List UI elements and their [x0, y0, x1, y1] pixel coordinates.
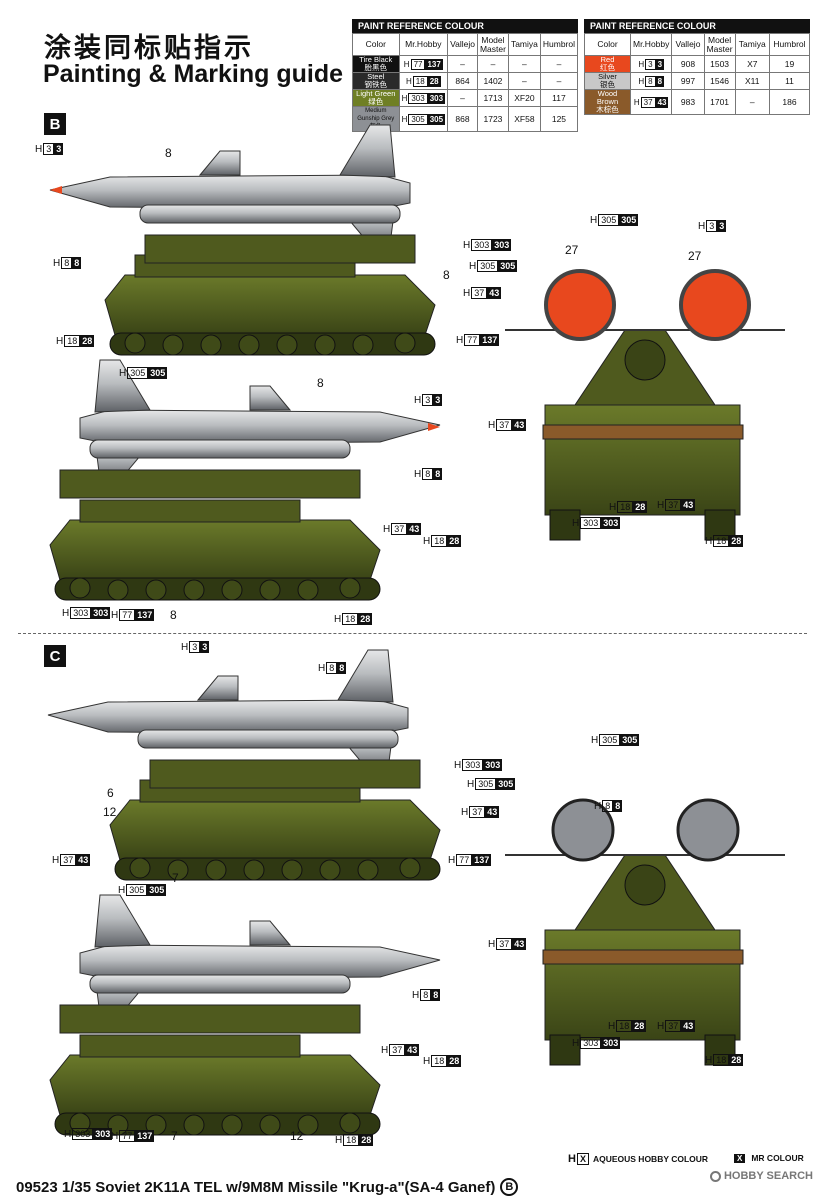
footer-title: 09523 1/35 Soviet 2K11A TEL w/9M8M Missi… — [16, 1178, 519, 1196]
decal-marker: 12 — [103, 805, 117, 819]
decal-marker: 27 — [565, 243, 579, 257]
section-b-label: B — [44, 113, 66, 135]
decal-marker: 8 — [443, 268, 450, 282]
legend-mr-box: X — [734, 1153, 746, 1163]
section-divider — [18, 633, 807, 634]
page-title-cn: 涂装同标贴指示 — [44, 33, 254, 64]
cell: 1701 — [703, 89, 736, 115]
cell: 186 — [768, 89, 811, 115]
legend-aqueous-label: AQUEOUS HOBBY COLOUR — [592, 1154, 709, 1164]
cell: 983 — [671, 89, 705, 115]
page-title-en: Painting & Marking guide — [43, 60, 344, 88]
decal-marker: 8 — [170, 608, 177, 622]
col-humbrol: Humbrol — [539, 33, 579, 56]
decal-marker: 12 — [290, 1129, 304, 1143]
footer-text: 09523 1/35 Soviet 2K11A TEL w/9M8M Missi… — [16, 1178, 496, 1196]
cell: XF58 — [507, 106, 541, 132]
cell: – — [734, 89, 770, 115]
legend-h: H — [568, 1153, 576, 1165]
paint-table-right: PAINT REFERENCE COLOUR Color Mr.Hobby Va… — [584, 19, 811, 115]
decal-marker: 8 — [317, 376, 324, 390]
cell: 1723 — [476, 106, 509, 132]
legend-mr: X MR COLOUR — [734, 1153, 804, 1163]
cell: 125 — [539, 106, 579, 132]
col-tamiya: Tamiya — [734, 33, 770, 56]
decal-marker: 7 — [172, 871, 179, 885]
paint-table-caption: PAINT REFERENCE COLOUR — [352, 19, 578, 33]
legend-mr-label: MR COLOUR — [751, 1153, 804, 1163]
hobby-search-logo-icon — [709, 1170, 721, 1182]
legend-x-box: X — [576, 1153, 589, 1165]
decal-marker: 8 — [165, 146, 172, 160]
decal-marker: 7 — [171, 1129, 178, 1143]
section-c-label: C — [44, 645, 66, 667]
decal-marker: 6 — [107, 786, 114, 800]
decal-marker: 27 — [688, 249, 702, 263]
sheet-badge: B — [500, 1178, 519, 1196]
watermark: HOBBY SEARCH — [709, 1170, 813, 1182]
paint-table-caption: PAINT REFERENCE COLOUR — [584, 19, 810, 33]
col-mrhobby: Mr.Hobby — [629, 33, 673, 56]
